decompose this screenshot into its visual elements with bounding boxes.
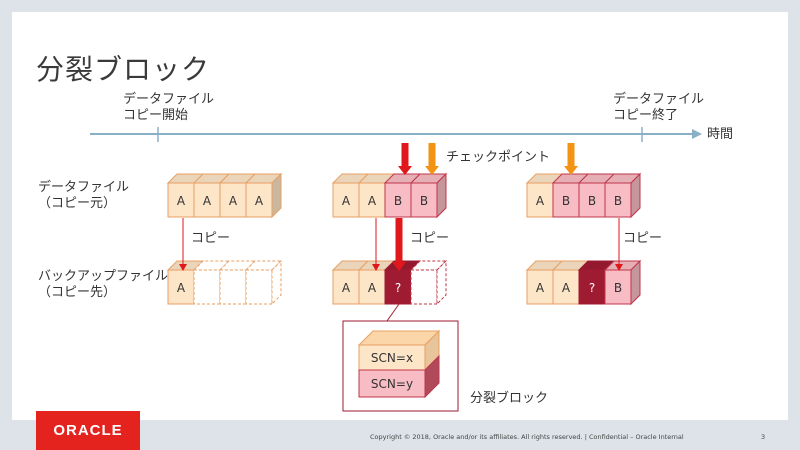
group1-backup-cell-1 xyxy=(167,269,195,305)
copy-label-1: コピー xyxy=(191,231,231,246)
group2-backup-cell-1 xyxy=(332,269,360,305)
copy-arrow-1-head xyxy=(179,264,187,271)
group1-source-cell-1-label: A xyxy=(177,194,186,208)
backup-row-line1: バックアップファイル xyxy=(38,269,169,284)
backup-row-label: バックアップファイル （コピー先） xyxy=(38,269,168,301)
group1-backup-cell-3 xyxy=(219,269,247,305)
group3-source-cell-2 xyxy=(552,182,580,218)
group1-backup-cell-1-label: A xyxy=(177,281,186,295)
group1-source-cell-4-side xyxy=(271,172,282,219)
source-row-label: データファイル （コピー元） xyxy=(38,180,129,212)
group2-backup-cell-2-label: A xyxy=(368,281,377,295)
copy-arrow-3-head xyxy=(615,264,623,271)
group2-backup-cell-4-side xyxy=(436,259,447,306)
checkpoint-arrow-1 xyxy=(425,143,439,175)
group3-backup-cell-3-label: ? xyxy=(589,281,595,295)
timeline-end-line2: コピー終了 xyxy=(613,108,679,123)
group2-backup-cell-4 xyxy=(410,269,438,305)
backup-row-line2: （コピー先） xyxy=(38,285,117,300)
group1-source-cell-2-label: A xyxy=(203,194,212,208)
copy-arrow-2b xyxy=(392,218,406,271)
page-number: 3 xyxy=(761,433,766,441)
group3-backup-cell-4 xyxy=(604,269,632,305)
group1-source-cell-2 xyxy=(193,182,221,218)
group3-backup-cell-2 xyxy=(552,269,580,305)
group2-backup-cell-1-label: A xyxy=(342,281,351,295)
detail-pointer xyxy=(386,303,400,322)
group1-backup-cell-4 xyxy=(245,269,273,305)
time-axis-label: 時間 xyxy=(707,127,734,142)
time-axis-arrowhead xyxy=(692,129,702,139)
source-row-line1: データファイル xyxy=(38,180,130,195)
group2-source-cell-3 xyxy=(384,182,412,218)
detail-scn-x: SCN=x xyxy=(371,351,413,365)
group2-source-cell-1 xyxy=(332,182,360,218)
timeline-end-label: データファイル コピー終了 xyxy=(613,92,704,124)
group1-source-cell-4 xyxy=(245,182,273,218)
group1-source-cell-3-label: A xyxy=(229,194,238,208)
copy-arrow-2a-head xyxy=(372,264,380,271)
detail-block-lower xyxy=(358,369,426,398)
group1-backup-cell-4-side xyxy=(271,259,282,306)
group2-source-cell-3-label: B xyxy=(394,194,402,208)
timeline-start-line2: コピー開始 xyxy=(123,108,189,123)
group3-source-cell-4-side xyxy=(630,172,641,219)
group1-backup-cell-2 xyxy=(193,269,221,305)
oracle-logo: ORACLE xyxy=(36,411,140,450)
checkpoint-arrow-2 xyxy=(564,143,578,175)
slide-title: 分裂ブロック xyxy=(36,53,211,86)
read-arrow-red xyxy=(398,143,412,175)
group3-source-cell-4-label: B xyxy=(614,194,622,208)
group1-source-cell-4-label: A xyxy=(255,194,264,208)
group2-source-cell-1-label: A xyxy=(342,194,351,208)
group2-source-cell-4-label: B xyxy=(420,194,428,208)
group1-source-cell-1 xyxy=(167,182,195,218)
group3-backup-cell-4-label: B xyxy=(614,281,622,295)
copy-label-2: コピー xyxy=(410,231,450,246)
group2-source-cell-4 xyxy=(410,182,438,218)
group3-source-cell-1-label: A xyxy=(536,194,545,208)
group2-backup-cell-3-label: ? xyxy=(395,281,401,295)
group3-source-cell-2-label: B xyxy=(562,194,570,208)
group2-backup-cell-2 xyxy=(358,269,386,305)
group2-source-cell-2 xyxy=(358,182,386,218)
group3-backup-cell-4-side xyxy=(630,259,641,306)
group3-backup-cell-1 xyxy=(526,269,554,305)
group2-source-cell-2-label: A xyxy=(368,194,377,208)
group3-source-cell-3-label: B xyxy=(588,194,596,208)
group3-backup-cell-3 xyxy=(578,269,606,305)
group2-source-cell-4-side xyxy=(436,172,447,219)
source-row-line2: （コピー元） xyxy=(38,196,117,211)
detail-caption: 分裂ブロック xyxy=(470,391,549,406)
group3-backup-cell-1-label: A xyxy=(536,281,545,295)
detail-block-lower-side xyxy=(424,354,440,399)
timeline-end-line1: データファイル xyxy=(613,92,705,107)
copy-label-3: コピー xyxy=(623,231,663,246)
detail-scn-y: SCN=y xyxy=(371,377,413,391)
timeline-start-label: データファイル コピー開始 xyxy=(123,92,214,124)
timeline-start-line1: データファイル xyxy=(123,92,215,107)
group3-backup-cell-2-label: A xyxy=(562,281,571,295)
copyright-text: Copyright © 2018, Oracle and/or its affi… xyxy=(370,433,684,441)
group1-source-cell-3 xyxy=(219,182,247,218)
checkpoint-label: チェックポイント xyxy=(446,150,551,165)
